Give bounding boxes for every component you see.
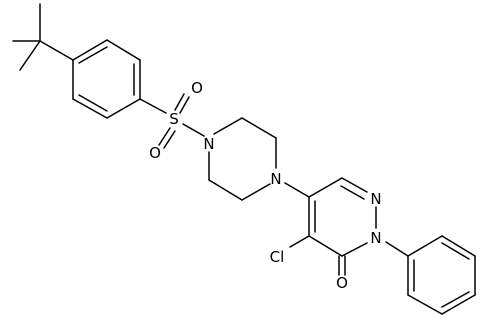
atom-nitrogen-pyridazine-1: N [370, 190, 381, 208]
bond-pyr-c5-c6 [308, 177, 343, 198]
bond-s-o-bottom-a [158, 127, 171, 146]
atom-oxygen-carbonyl: O [336, 274, 348, 292]
atom-oxygen-sulfonyl-top: O [191, 79, 203, 97]
atom-nitrogen-piperazine-4: N [270, 170, 281, 188]
bond-ar1-c2c3 [106, 39, 141, 61]
bond-ar1-c1c2-inner [78, 46, 108, 64]
bonds [12, 3, 476, 315]
bond-tbu-to-ring [39, 40, 74, 61]
bond-ar1-c5c6 [72, 98, 108, 119]
atom-nitrogen-piperazine-1: N [203, 135, 214, 153]
atom-nitrogen-pyridazine-2: N [370, 229, 381, 247]
bond-pip-c2-c3 [241, 117, 277, 139]
bond-tbu-methyl-bottom [19, 40, 41, 71]
bond-pip-n4-c5 [241, 183, 271, 201]
bond-c-cl [289, 235, 310, 248]
bond-ph-c2-c3-inner [441, 242, 470, 260]
bond-pyr-c6-n1 [341, 177, 368, 193]
bond-ph-c5-c6 [407, 294, 443, 315]
atom-labels: S O O N N N N Cl O [149, 79, 382, 292]
atom-oxygen-sulfonyl-bottom: O [149, 144, 161, 162]
bond-pyr-c3-c4 [308, 235, 343, 257]
bond-ar1-c1c2 [72, 39, 108, 61]
bond-ring-to-sulfur [139, 98, 167, 114]
bond-ph-c2-c3 [441, 235, 476, 257]
bond-n-to-pyridazinone [284, 182, 310, 198]
bond-pyr-c6-n1-inner [340, 185, 365, 200]
atom-chlorine: Cl [270, 248, 285, 266]
bond-n-to-phenyl [385, 241, 409, 257]
bond-ph-c4-c5-inner [441, 291, 470, 308]
bond-sulfur-to-n [182, 123, 205, 137]
bond-ph-c4-c5 [441, 294, 476, 315]
bond-pip-c5-c6 [208, 179, 243, 201]
bond-ph-c1-c2 [407, 235, 443, 257]
bond-ar1-c5c6-inner [78, 94, 108, 112]
bond-s-o-bottom-b [163, 130, 176, 149]
bond-pip-n1-c2 [213, 117, 243, 135]
bond-s-o-top-b [179, 96, 190, 114]
bond-s-o-top-a [174, 93, 185, 111]
bond-ar1-c4c5 [106, 98, 141, 119]
bond-pyr-n2-c3 [341, 242, 368, 257]
atom-sulfur: S [169, 110, 179, 128]
